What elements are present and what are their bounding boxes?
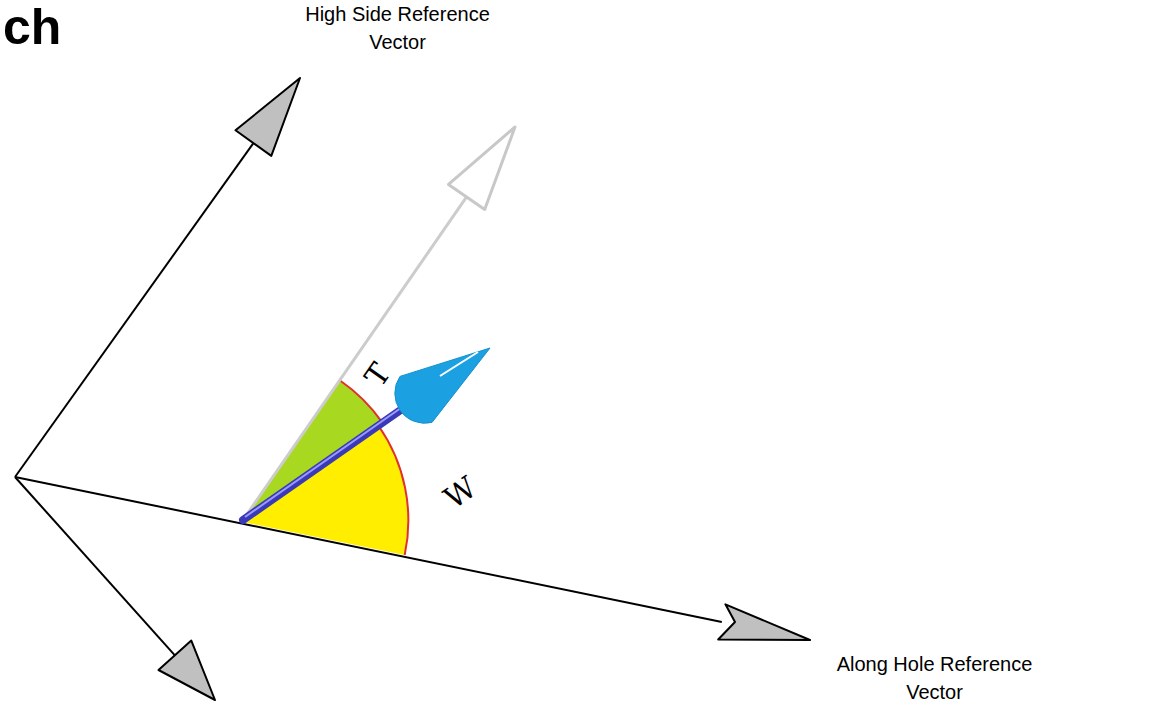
vector-label: Along Hole Reference Vector xyxy=(822,650,1047,706)
axis-arrowhead xyxy=(718,604,810,640)
angle-arc xyxy=(340,380,383,423)
page-title: ch xyxy=(3,2,61,52)
projection-arrowhead xyxy=(449,127,516,209)
axis-arrowhead xyxy=(236,78,301,156)
tool-vector-shaft xyxy=(243,397,420,521)
angle-label: W xyxy=(439,472,481,514)
axis-line xyxy=(15,143,253,477)
projection-line xyxy=(243,197,467,520)
tool-vector-highlight xyxy=(245,396,418,517)
tool-vector-cone xyxy=(395,348,490,423)
angle-wedge xyxy=(243,426,408,555)
cone-highlight xyxy=(440,352,478,376)
vector-label: High Side Reference Vector xyxy=(285,0,510,56)
axis-line xyxy=(15,477,722,622)
axis-arrowhead xyxy=(159,641,216,700)
axis-line xyxy=(15,477,175,655)
angle-arc xyxy=(379,426,409,555)
angle-label: T xyxy=(360,358,396,392)
